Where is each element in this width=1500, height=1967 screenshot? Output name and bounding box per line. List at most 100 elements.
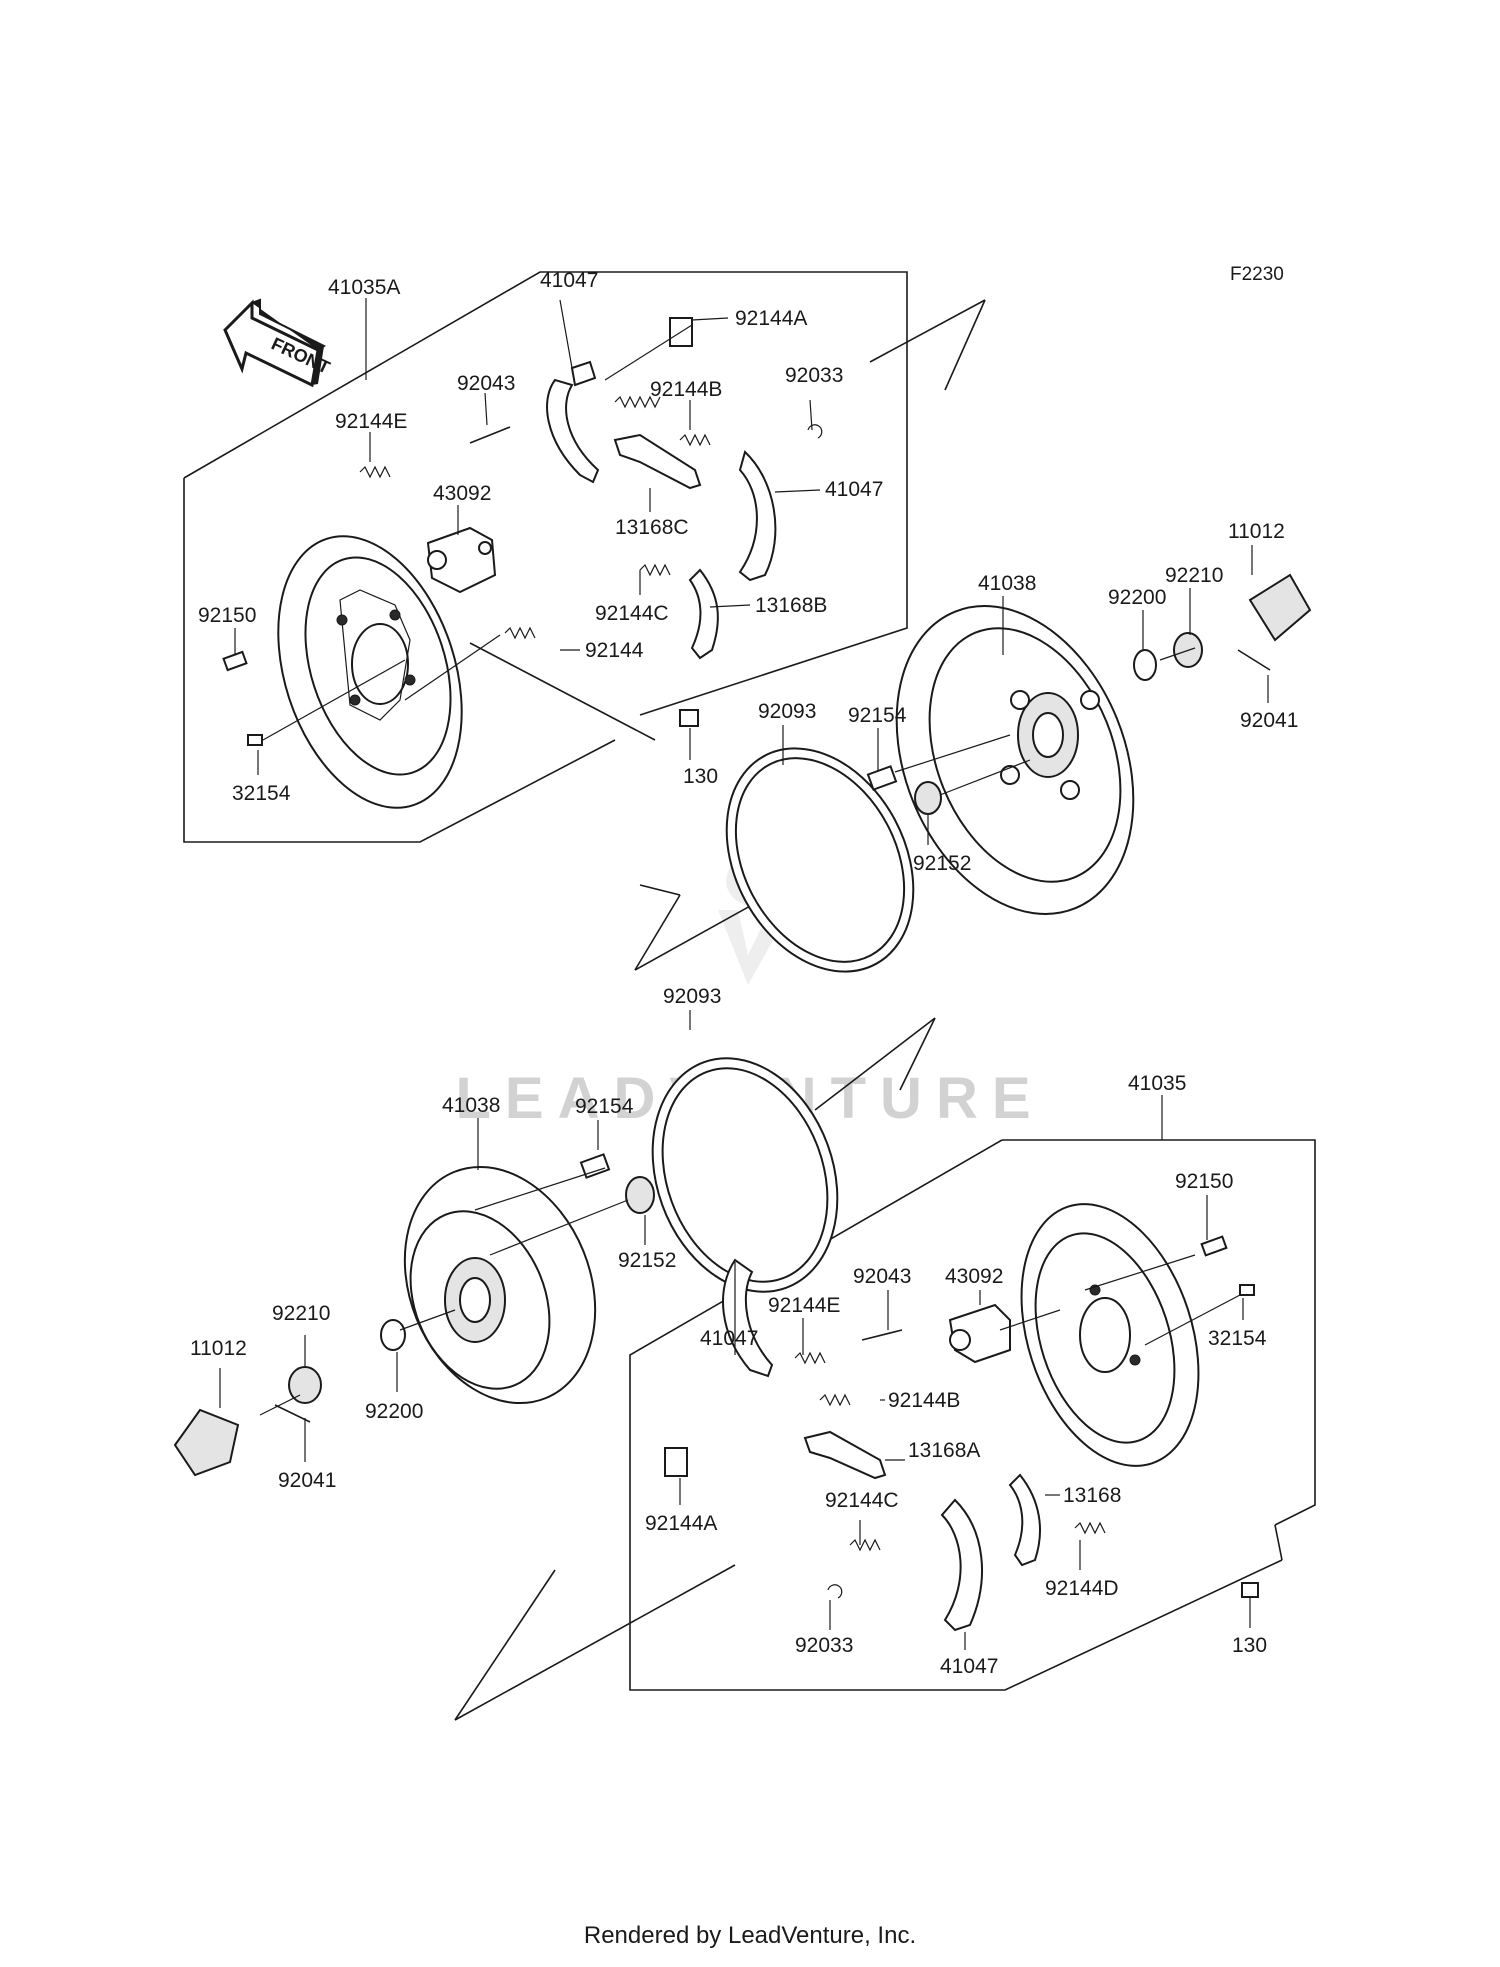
spring-92144-top [504,626,536,640]
label-41047-c: 41047 [700,1327,758,1350]
label-11012-b: 11012 [190,1337,247,1360]
wheel-cylinder-top [426,526,497,594]
seal-ring-bottom [651,1057,839,1293]
label-92033-a: 92033 [785,364,843,387]
brake-drum-bottom [403,1165,597,1405]
label-92200-a: 92200 [1108,586,1166,609]
label-13168B: 13168B [755,594,827,617]
footer-credit: Rendered by LeadVenture, Inc. [583,1922,917,1949]
label-11012-a: 11012 [1228,520,1285,543]
bolt-92154-bottom [579,1153,611,1179]
brake-shoe-bottom-2 [940,1498,983,1632]
label-92210-b: 92210 [272,1302,330,1325]
label-41047-a: 41047 [540,269,598,292]
bolt-130-top [679,709,699,727]
nipple-32154-top [247,734,263,746]
clip-92033-bottom [827,1584,843,1599]
label-92144-a: 92144 [585,639,644,662]
cap-11012-top [1248,573,1312,642]
washer-92200-top [1133,649,1157,681]
label-92043-a: 92043 [457,372,515,395]
label-92154-a: 92154 [848,704,907,727]
label-92041-a: 92041 [1240,709,1298,732]
spring-92144B-top [614,395,661,409]
clip-bottom [664,1447,688,1477]
bolt-92150-top [222,650,248,672]
label-41038-b: 41038 [442,1094,500,1117]
spring-92144E-top [359,465,391,479]
label-13168A: 13168A [908,1439,980,1462]
label-92144B-b: 92144B [888,1389,960,1412]
part-labels: 41035A 41047 92144A 92043 92144B 92033 9… [190,269,1298,1678]
seal-ring-top [725,747,915,973]
label-92144D: 92144D [1045,1577,1119,1600]
spring-92144D-bottom [1074,1521,1106,1535]
parking-lever-top [688,568,719,660]
label-92144C-a: 92144C [595,602,669,625]
front-arrow-icon: FRONT [223,298,333,388]
spring-92144B-bottom [819,1393,851,1407]
label-92144E-a: 92144E [335,410,407,433]
label-92041-b: 92041 [278,1469,336,1492]
bolt-92154-top [866,765,898,791]
label-41047-b: 41047 [825,478,883,501]
label-13168: 13168 [1063,1484,1121,1507]
label-13168C: 13168C [615,516,689,539]
cap-11012-bottom [173,1408,240,1477]
label-41038-a: 41038 [978,572,1036,595]
label-92150-a: 92150 [198,604,256,627]
label-92150-b: 92150 [1175,1170,1233,1193]
label-130-a: 130 [683,765,718,788]
label-92144E-b: 92144E [768,1294,840,1317]
cotter-92041-bottom [274,1404,311,1423]
cotter-92041-top [1237,649,1271,671]
spring-92144E-bottom [794,1351,826,1365]
adjuster-lever-bottom [803,1430,887,1480]
bolt-130-bottom [1241,1582,1259,1598]
label-92144A-a: 92144A [735,307,807,330]
label-92210-a: 92210 [1165,564,1223,587]
top-assembly-frame [183,271,986,843]
pin-92043-top [469,426,511,444]
brake-shoe-top-1 [546,360,600,484]
label-43092-a: 43092 [433,482,491,505]
label-130-b: 130 [1232,1634,1267,1657]
brake-panel-top [277,535,463,809]
label-43092-b: 43092 [945,1265,1003,1288]
diagram-code: F2230 [1230,264,1284,285]
label-41035: 41035 [1128,1072,1186,1095]
label-92033-b: 92033 [795,1634,853,1657]
label-92144C-b: 92144C [825,1489,899,1512]
spring-92144C-bottom [849,1538,881,1552]
label-92093-b: 92093 [663,985,721,1008]
brake-panel-bottom [1020,1203,1200,1467]
leader-lines [219,298,1269,1650]
parking-lever-bottom [1008,1473,1041,1567]
clip-92033-top [807,424,823,439]
label-92043-b: 92043 [853,1265,911,1288]
spring-92144C-top [639,563,671,577]
nipple-32154-bottom [1239,1284,1255,1296]
label-92093-a: 92093 [758,700,816,723]
brake-shoe-top-2 [738,450,777,582]
pin-92043-bottom [861,1329,903,1341]
label-92144B-a: 92144B [650,378,722,401]
label-92152-a: 92152 [913,852,971,875]
brake-drum-top [895,605,1135,915]
adjuster-lever-top [613,433,702,490]
label-32154-b: 32154 [1208,1327,1267,1350]
seal-92152-top [914,781,942,815]
label-92144A-b: 92144A [645,1512,717,1535]
label-41035A: 41035A [328,276,400,299]
washer-92200-bottom [380,1319,406,1351]
spring-92144B2-top [679,433,711,447]
label-92152-b: 92152 [618,1249,676,1272]
wheel-cylinder-bottom [948,1303,1011,1364]
label-92200-b: 92200 [365,1400,423,1423]
bolt-92150-bottom [1200,1235,1228,1257]
label-92154-b: 92154 [575,1095,634,1118]
seal-92152-bottom [625,1176,655,1214]
label-32154-a: 32154 [232,782,291,805]
label-41047-d: 41047 [940,1655,998,1678]
